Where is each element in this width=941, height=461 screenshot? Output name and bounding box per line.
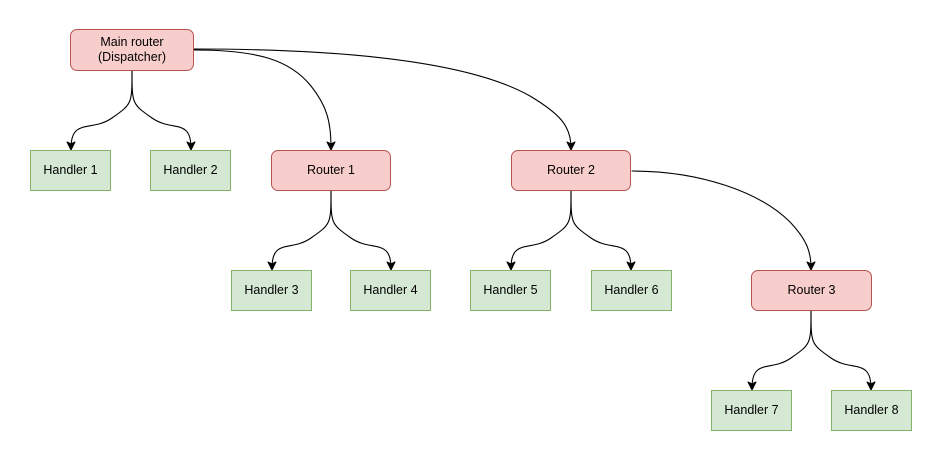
node-label: Handler 7 <box>724 403 779 417</box>
node-handler-1[interactable]: Handler 1 <box>30 150 111 191</box>
node-label: Handler 2 <box>163 163 218 177</box>
edge-router-2-to-handler-5 <box>506 190 572 271</box>
arrowhead-icon <box>806 261 816 271</box>
arrowhead-icon <box>626 261 636 271</box>
arrowhead-icon <box>506 261 516 271</box>
arrowhead-icon <box>386 261 396 271</box>
node-handler-5[interactable]: Handler 5 <box>470 270 551 311</box>
edge-router-3-to-handler-7 <box>747 310 812 391</box>
node-handler-6[interactable]: Handler 6 <box>591 270 672 311</box>
node-label: Handler 6 <box>604 283 659 297</box>
edge-main-router-to-router-1 <box>193 49 336 151</box>
node-handler-2[interactable]: Handler 2 <box>150 150 231 191</box>
node-handler-8[interactable]: Handler 8 <box>831 390 912 431</box>
node-router-1[interactable]: Router 1 <box>271 150 391 191</box>
edge-router-2-to-router-3 <box>631 170 816 271</box>
edge-main-router-to-router-2 <box>193 48 576 151</box>
arrowhead-icon <box>326 141 336 151</box>
node-router-3[interactable]: Router 3 <box>751 270 872 311</box>
node-handler-7[interactable]: Handler 7 <box>711 390 792 431</box>
arrowhead-icon <box>747 381 757 391</box>
edge-main-router-to-handler-2 <box>131 70 196 151</box>
node-handler-3[interactable]: Handler 3 <box>231 270 312 311</box>
node-label: Router 2 <box>547 163 595 177</box>
edge-router-2-to-handler-6 <box>570 190 636 271</box>
node-label: Handler 1 <box>43 163 98 177</box>
arrowhead-icon <box>186 141 196 151</box>
arrowhead-icon <box>66 141 76 151</box>
node-label: Handler 5 <box>483 283 538 297</box>
node-label: Router 1 <box>307 163 355 177</box>
arrowhead-icon <box>267 261 277 271</box>
node-label: Handler 3 <box>244 283 299 297</box>
edge-router-3-to-handler-8 <box>810 310 876 391</box>
node-label: Handler 8 <box>844 403 899 417</box>
node-main-router[interactable]: Main router (Dispatcher) <box>70 29 194 71</box>
node-handler-4[interactable]: Handler 4 <box>350 270 431 311</box>
arrowhead-icon <box>566 141 576 151</box>
edge-main-router-to-handler-1 <box>66 70 133 151</box>
node-label: Handler 4 <box>363 283 418 297</box>
edge-router-1-to-handler-3 <box>267 190 332 271</box>
edge-router-1-to-handler-4 <box>330 190 396 271</box>
node-router-2[interactable]: Router 2 <box>511 150 631 191</box>
node-label: Main router (Dispatcher) <box>97 35 167 64</box>
arrowhead-icon <box>866 381 876 391</box>
node-label: Router 3 <box>787 283 836 297</box>
